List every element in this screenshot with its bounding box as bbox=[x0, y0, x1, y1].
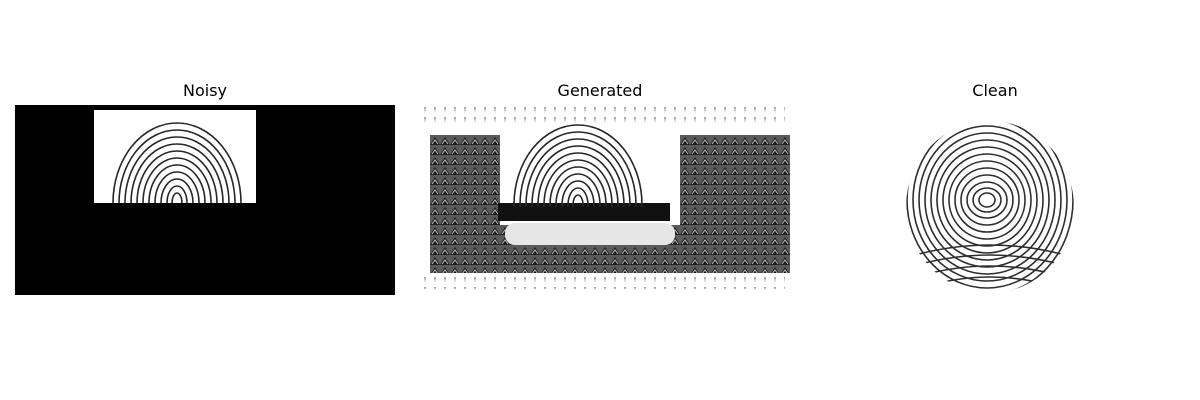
fingerprint-ridges bbox=[112, 122, 242, 203]
panel-title-clean: Clean bbox=[972, 81, 1018, 100]
generated-fingerprint-ridges bbox=[513, 124, 643, 207]
noisy-image bbox=[15, 105, 395, 295]
clean-image bbox=[805, 105, 1185, 295]
panel-title-generated: Generated bbox=[557, 81, 643, 100]
panel-title-noisy: Noisy bbox=[182, 81, 227, 100]
generated-image bbox=[410, 105, 790, 295]
